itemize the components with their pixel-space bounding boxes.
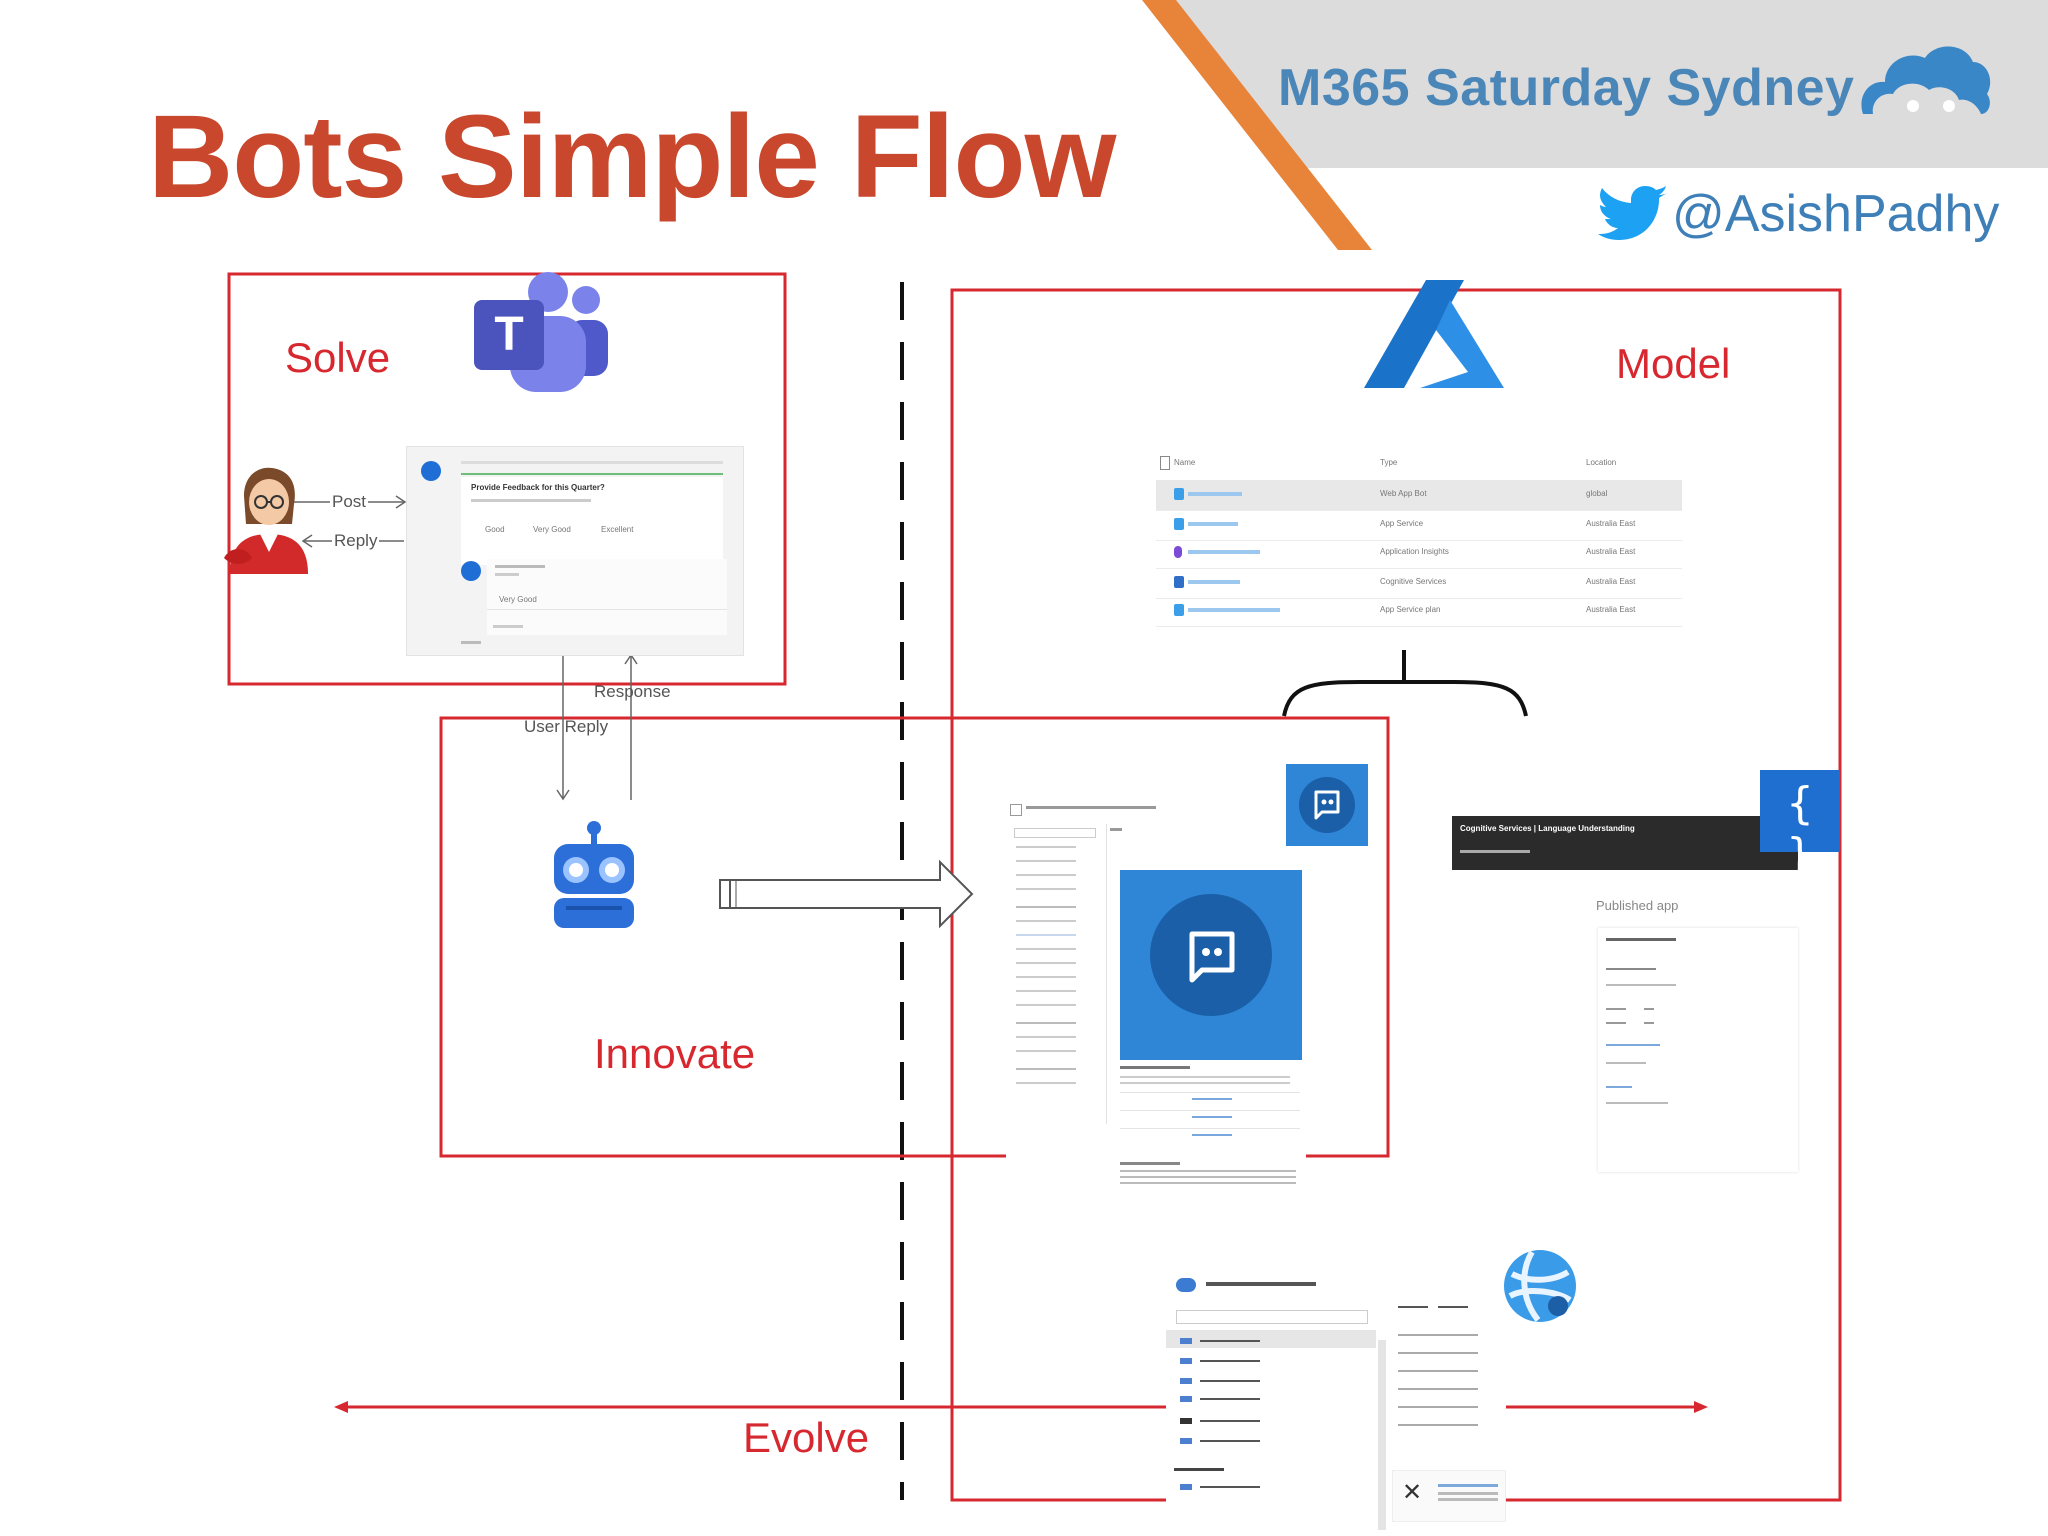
chat-bubble-small-icon [1314, 790, 1340, 820]
teams-logo-icon: T [474, 272, 608, 392]
luis-braces-tile [1760, 770, 1840, 852]
azure-logo-icon [1364, 280, 1504, 388]
row-type: App Service [1380, 519, 1424, 528]
innovate-frame [439, 716, 1390, 1158]
luis-header: Cognitive Services | Language Understand… [1452, 816, 1798, 870]
row-type: Application Insights [1380, 547, 1449, 556]
card-answer: Very Good [499, 595, 537, 604]
resource-table: Name Type Location Web App Bot global Ap… [1156, 448, 1682, 628]
app-service-screenshot: ✕ [1166, 1270, 1506, 1530]
col-location: Location [1586, 458, 1617, 467]
card-question: Provide Feedback for this Quarter? [471, 483, 605, 492]
reply-label: Reply [332, 531, 380, 551]
row-type: Web App Bot [1380, 489, 1427, 498]
col-type: Type [1380, 458, 1398, 467]
row-location: Australia East [1586, 519, 1636, 528]
row-location: Australia East [1586, 577, 1636, 586]
app-service-icon [1176, 1278, 1196, 1292]
row-location: Australia East [1586, 547, 1636, 556]
resource-icon [1174, 604, 1184, 616]
luis-breadcrumb: Cognitive Services | Language Understand… [1460, 824, 1635, 833]
bot-robot-icon [554, 821, 634, 928]
cloud-logo-icon [1861, 46, 1991, 114]
user-avatar-icon [224, 467, 308, 574]
webapp-globe-icon [1504, 1250, 1576, 1322]
twitter-handle: @AsishPadhy [1672, 185, 2000, 243]
hollow-arrow [719, 859, 974, 929]
row-type: Cognitive Services [1380, 577, 1447, 586]
post-label: Post [330, 492, 369, 512]
publishing-status-card [1598, 928, 1798, 1172]
col-name: Name [1174, 458, 1196, 467]
response-label: Response [594, 682, 671, 701]
resource-icon [1174, 488, 1184, 500]
event-banner [1142, 0, 2048, 250]
luis-braces-icon: { } [1786, 778, 1814, 880]
wrench-icon: ✕ [1402, 1478, 1423, 1506]
model-label: Model [1616, 340, 1731, 387]
resource-icon [1174, 546, 1182, 558]
row-location: global [1586, 489, 1608, 498]
row-location: Australia East [1586, 605, 1636, 614]
bot-service-icon [1150, 894, 1272, 1016]
card-option-2[interactable]: Very Good [533, 525, 571, 534]
slide-title: Bots Simple Flow [148, 91, 1116, 223]
published-app-label: Published app [1596, 898, 1679, 913]
chat-bubble-icon [1189, 931, 1235, 983]
resource-icon [1174, 518, 1184, 530]
teams-card-screenshot: Provide Feedback for this Quarter? Good … [406, 446, 744, 656]
row-type: App Service plan [1380, 605, 1441, 614]
innovate-label: Innovate [594, 1030, 756, 1077]
user-reply-label: User Reply [524, 717, 609, 736]
solve-label: Solve [285, 334, 391, 381]
resource-icon [1174, 576, 1184, 588]
bot-channel-icon [1299, 777, 1355, 833]
user-reply-avatar-icon [461, 561, 481, 581]
solve-frame [227, 272, 787, 686]
webchat-screenshot [1006, 800, 1306, 1186]
bot-avatar-icon [421, 461, 441, 481]
event-name: M365 Saturday Sydney [1278, 59, 1855, 117]
evolve-label: Evolve [743, 1414, 870, 1461]
card-option-1[interactable]: Good [485, 525, 505, 534]
twitter-bird-icon [1598, 186, 1668, 240]
svg-text:T: T [494, 308, 523, 361]
card-option-3[interactable]: Excellent [601, 525, 634, 534]
bracket [1282, 650, 1528, 717]
